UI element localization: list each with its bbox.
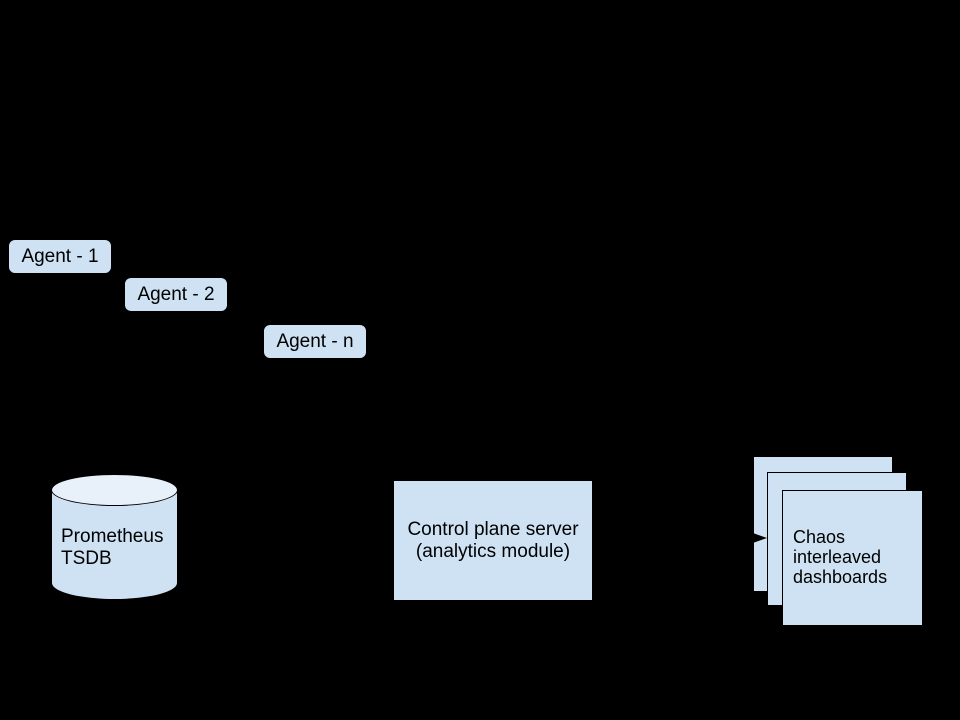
prometheus-tsdb-cylinder: Prometheus TSDB bbox=[51, 474, 178, 600]
agent-n-label: Agent - n bbox=[276, 330, 354, 352]
agent-n-node: Agent - n bbox=[263, 324, 367, 359]
agent-1-node: Agent - 1 bbox=[8, 239, 112, 274]
dashboard-card-front: Chaos interleaved dashboards bbox=[782, 490, 923, 626]
dashboards-stack: Chaos interleaved dashboards bbox=[753, 456, 924, 627]
control-plane-server-label: Control plane server (analytics module) bbox=[407, 518, 579, 562]
agent-2-node: Agent - 2 bbox=[124, 277, 228, 312]
prometheus-tsdb-label: Prometheus TSDB bbox=[61, 526, 164, 569]
control-plane-server-node: Control plane server (analytics module) bbox=[393, 480, 593, 601]
agent-2-label: Agent - 2 bbox=[137, 283, 215, 305]
arrow-right-icon bbox=[750, 532, 767, 544]
cylinder-top-ellipse bbox=[51, 474, 178, 506]
cylinder-body bbox=[51, 490, 178, 600]
dashboards-label: Chaos interleaved dashboards bbox=[793, 527, 888, 587]
agent-1-label: Agent - 1 bbox=[21, 245, 99, 267]
